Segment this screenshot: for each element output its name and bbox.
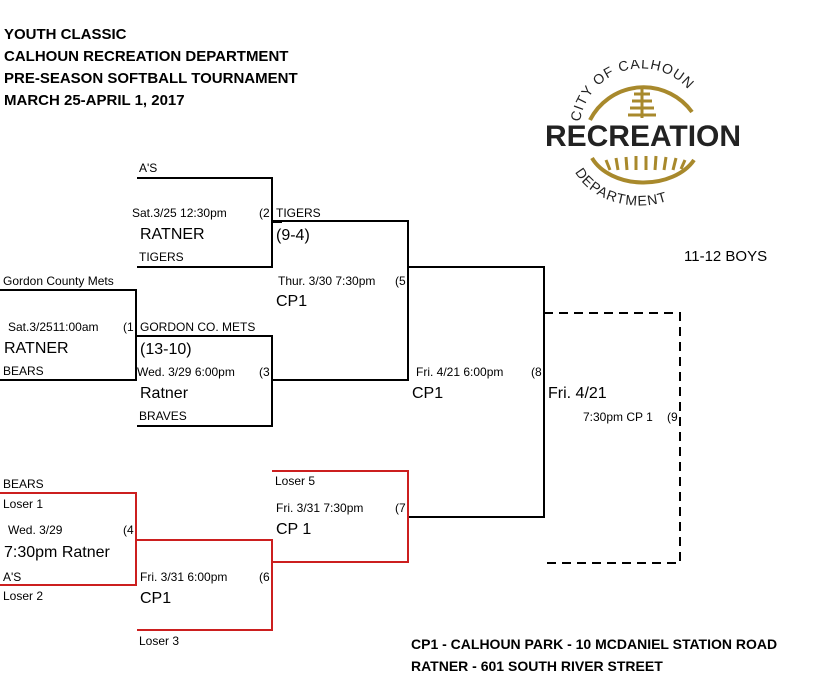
game-7-number: (7 bbox=[395, 501, 406, 515]
game-8-number: (8 bbox=[531, 365, 542, 379]
ball-arc-top bbox=[588, 85, 694, 121]
game-1-schedule: Sat.3/2511:00am bbox=[8, 320, 99, 334]
game-6-bottom-source: Loser 3 bbox=[139, 634, 180, 648]
game-3-score: (13-10) bbox=[140, 341, 192, 358]
game-2-schedule: Sat.3/25 12:30pm bbox=[132, 206, 227, 220]
game-1-number: (1 bbox=[123, 320, 134, 334]
ball-stitches-bottom-icon bbox=[604, 155, 687, 171]
game-7-bracket bbox=[272, 470, 409, 563]
game-1-top-team: Gordon County Mets bbox=[3, 274, 114, 288]
recreation-department-logo: CITY OF CALHOUN RECREATION DEPARTMENT bbox=[545, 60, 741, 209]
game-4-date: Wed. 3/29 bbox=[8, 523, 63, 537]
game-9-date: Fri. 4/21 bbox=[548, 385, 607, 402]
game-3-bottom-team: BRAVES bbox=[139, 409, 187, 423]
game-4-number: (4 bbox=[123, 523, 134, 537]
game-2-number: (2 bbox=[259, 206, 270, 220]
game-6-schedule: Fri. 3/31 6:00pm bbox=[140, 570, 228, 584]
game-4-time-venue: 7:30pm Ratner bbox=[4, 544, 110, 561]
game-5-top-team: TIGERS bbox=[276, 206, 321, 220]
game-7-venue: CP 1 bbox=[276, 521, 312, 538]
game-5-venue: CP1 bbox=[276, 293, 308, 310]
game-7-top-source: Loser 5 bbox=[275, 474, 316, 488]
game-6-number: (6 bbox=[259, 570, 270, 584]
game-4-top-source: Loser 1 bbox=[3, 497, 44, 511]
title-line-2: CALHOUN RECREATION DEPARTMENT bbox=[4, 48, 289, 65]
footer-line-2: RATNER - 601 SOUTH RIVER STREET bbox=[411, 658, 663, 674]
ball-arc-bottom bbox=[590, 156, 696, 185]
game-9-number: (9 bbox=[667, 410, 678, 424]
footer-line-1: CP1 - CALHOUN PARK - 10 MCDANIEL STATION… bbox=[411, 636, 778, 652]
game-6-venue: CP1 bbox=[140, 590, 172, 607]
game-2-bottom-team: TIGERS bbox=[139, 250, 184, 264]
game-7-schedule: Fri. 3/31 7:30pm bbox=[276, 501, 364, 515]
logo-main-text: RECREATION bbox=[545, 120, 741, 153]
division-label: 11-12 BOYS bbox=[684, 248, 768, 265]
game-8-schedule: Fri. 4/21 6:00pm bbox=[416, 365, 504, 379]
game-4-top-team: BEARS bbox=[3, 477, 44, 491]
game-4-bottom-team: A'S bbox=[3, 570, 22, 584]
game-5-score: (9-4) bbox=[276, 227, 310, 244]
game-9-schedule: 7:30pm CP 1 bbox=[583, 410, 653, 424]
game-3-schedule: Wed. 3/29 6:00pm bbox=[137, 365, 235, 379]
game-1-bottom-team: BEARS bbox=[3, 364, 44, 378]
game-5-bracket bbox=[272, 220, 409, 381]
title-line-4: MARCH 25-APRIL 1, 2017 bbox=[4, 92, 185, 109]
game-3-venue: Ratner bbox=[140, 385, 189, 402]
ball-stitches-top-icon bbox=[628, 88, 656, 118]
game-9-bracket bbox=[544, 312, 681, 564]
game-1-bracket bbox=[0, 289, 137, 381]
game-3-number: (3 bbox=[259, 365, 270, 379]
game-3-top-team: GORDON CO. METS bbox=[140, 320, 256, 334]
game-8-bracket bbox=[408, 266, 545, 518]
title-line-1: YOUTH CLASSIC bbox=[4, 26, 127, 43]
game-2-top-team: A'S bbox=[139, 161, 158, 175]
game-8-venue: CP1 bbox=[412, 385, 444, 402]
game-6-bracket bbox=[136, 539, 273, 631]
game-2-venue: RATNER bbox=[140, 226, 205, 243]
game-5-number: (5 bbox=[395, 274, 406, 288]
game-4-bottom-source: Loser 2 bbox=[3, 589, 44, 603]
game-1-venue: RATNER bbox=[4, 340, 69, 357]
game-5-schedule: Thur. 3/30 7:30pm bbox=[278, 274, 376, 288]
title-line-3: PRE-SEASON SOFTBALL TOURNAMENT bbox=[4, 70, 298, 87]
